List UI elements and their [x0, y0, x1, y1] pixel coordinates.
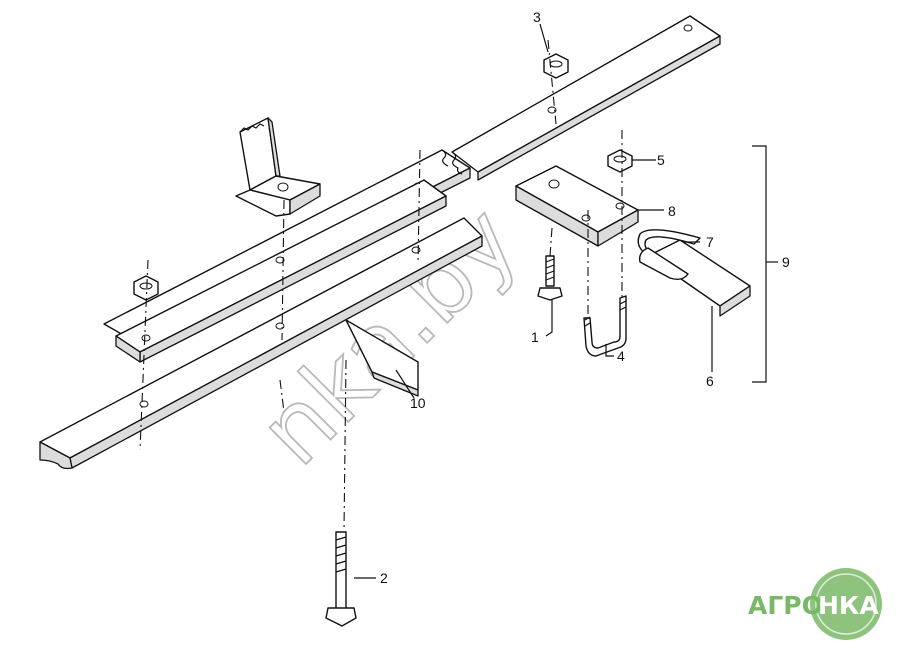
nut-right: [607, 149, 633, 173]
nut-left: [133, 275, 159, 301]
u-bolt: [583, 295, 627, 357]
logo-circle: [810, 568, 882, 640]
logo-text-right: НКА: [818, 591, 879, 620]
agro-nka-logo: АГРО НКА: [748, 568, 882, 640]
callout-3: 3: [533, 9, 541, 25]
callout-1: 1: [531, 329, 539, 345]
lower-bar: [39, 217, 483, 470]
group-bracket: [752, 145, 767, 383]
guard-plate: [345, 319, 419, 397]
callout-9: 9: [782, 254, 790, 270]
nut-top: [543, 53, 569, 79]
callout-5: 5: [657, 152, 665, 168]
leader-lines: [354, 23, 778, 579]
angle-bracket: [235, 117, 321, 217]
clamp-plate: [115, 179, 447, 363]
bolt-long: [325, 531, 357, 627]
callouts: 3 5 8 7 9 1 4 6 10 2: [380, 9, 790, 586]
bolt-small: [537, 255, 563, 301]
callout-8: 8: [668, 203, 676, 219]
callout-2: 2: [380, 570, 388, 586]
clip-plate: [515, 165, 639, 247]
callout-6: 6: [706, 373, 714, 389]
callout-4: 4: [617, 348, 625, 364]
center-lines: [139, 39, 623, 531]
logo-text-left: АГРО: [748, 591, 823, 620]
knife-section: [637, 229, 751, 317]
callout-10: 10: [410, 395, 426, 411]
callout-7: 7: [706, 234, 714, 250]
